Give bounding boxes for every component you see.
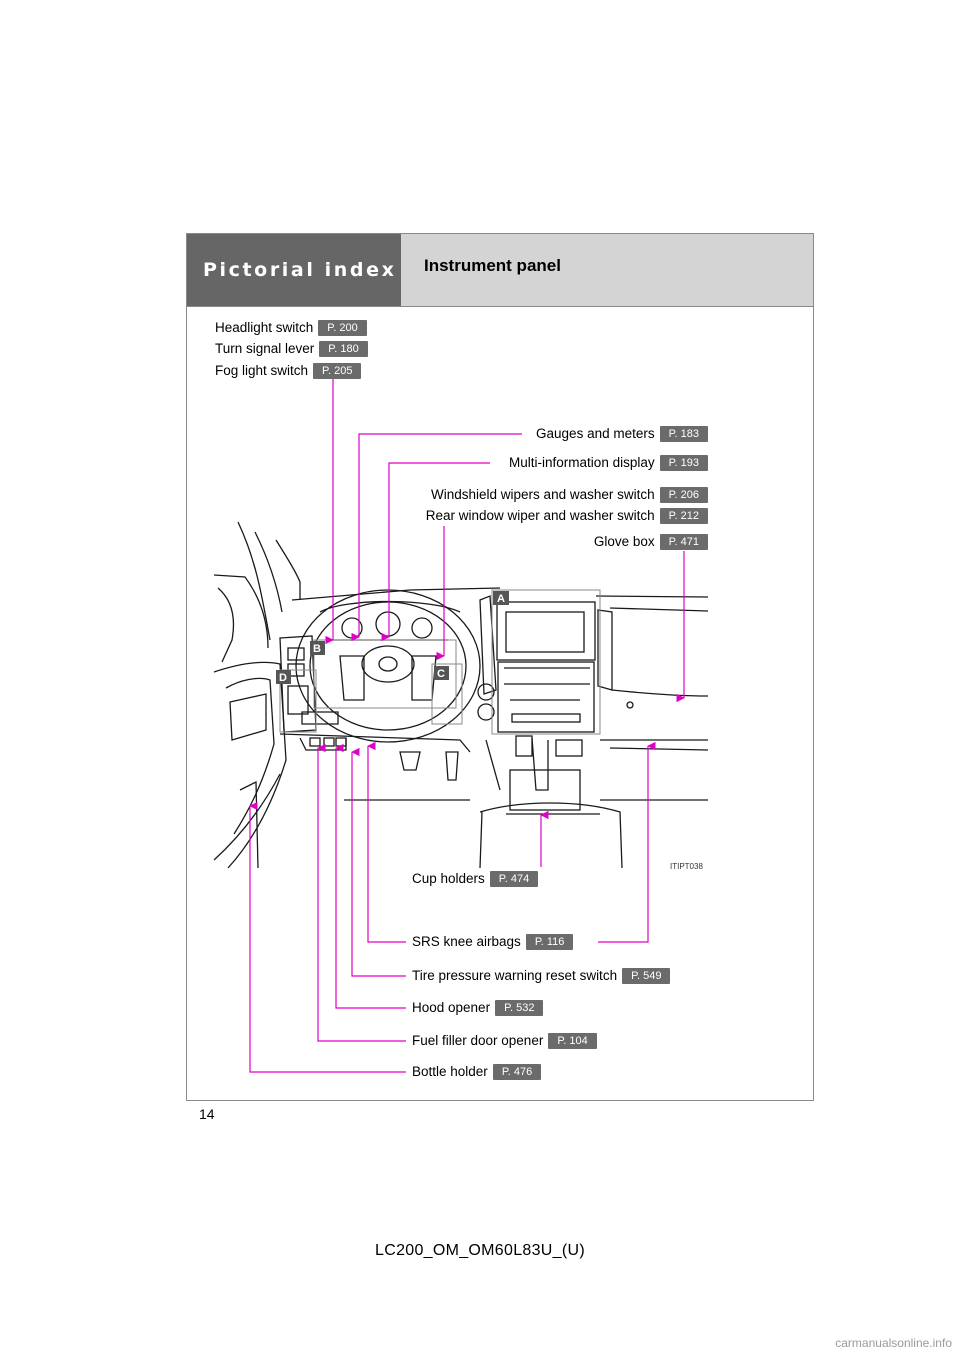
label-turn-signal-lever: Turn signal lever P. 180 (215, 340, 368, 358)
leader-knee-airbag-right (598, 741, 656, 943)
page-header: Pictorial index Instrument panel (187, 234, 813, 307)
watermark[interactable]: carmanualsonline.info (835, 1336, 952, 1350)
label-text: Rear window wiper and washer switch (425, 508, 655, 523)
label-text: Glove box (593, 534, 655, 549)
page-ref-badge[interactable]: P. 104 (548, 1033, 597, 1049)
label-multi-information-display: Multi-information display P. 193 (509, 454, 708, 472)
label-tire-pressure-reset: Tire pressure warning reset switch P. 54… (412, 967, 671, 985)
callout-a: A (497, 593, 505, 605)
callout-c: C (437, 668, 445, 680)
label-text: Turn signal lever (215, 341, 315, 356)
page-ref-badge[interactable]: P. 183 (659, 426, 708, 442)
content-frame: Pictorial index Instrument panel (186, 233, 814, 1101)
label-windshield-wipers: Windshield wipers and washer switch P. 2… (431, 486, 708, 504)
label-text: Headlight switch (215, 320, 314, 335)
label-text: Bottle holder (412, 1064, 488, 1079)
page-number: 14 (199, 1106, 215, 1122)
leader-multi-info (381, 462, 490, 642)
leader-hood-opener (335, 743, 406, 1009)
page-ref-badge[interactable]: P. 474 (489, 871, 539, 887)
label-text: Gauges and meters (536, 426, 655, 441)
page-title: Instrument panel (424, 256, 561, 275)
label-text: Multi-information display (509, 455, 655, 470)
callout-box-c (431, 663, 463, 725)
section-title: Pictorial index (203, 259, 397, 281)
leader-fuel-door (317, 743, 406, 1042)
callout-box-a (491, 589, 601, 735)
title-bar: Instrument panel (402, 234, 813, 306)
section-tab: Pictorial index (187, 234, 401, 306)
label-hood-opener: Hood opener P. 532 (412, 999, 544, 1017)
page-ref-badge[interactable]: P. 212 (659, 508, 708, 524)
callout-b: B (313, 643, 321, 655)
label-srs-knee-airbags: SRS knee airbags P. 116 (412, 933, 574, 951)
label-fog-light-switch: Fog light switch P. 205 (215, 362, 362, 380)
label-text: Tire pressure warning reset switch (412, 968, 618, 983)
page-ref-badge[interactable]: P. 193 (659, 455, 708, 471)
page-ref-badge[interactable]: P. 180 (319, 341, 368, 357)
page-ref-badge[interactable]: P. 532 (495, 1000, 544, 1016)
page-ref-badge[interactable]: P. 205 (313, 363, 362, 379)
label-text: Fog light switch (215, 363, 309, 378)
leader-knee-airbag-left (367, 741, 406, 943)
label-text: Fuel filler door opener (412, 1033, 544, 1048)
callout-box-d (279, 669, 317, 733)
callout-d: D (279, 672, 287, 684)
label-rear-window-wiper: Rear window wiper and washer switch P. 2… (426, 507, 708, 525)
label-text: Windshield wipers and washer switch (431, 487, 655, 502)
leader-gauges (351, 433, 522, 642)
label-bottle-holder: Bottle holder P. 476 (412, 1063, 542, 1081)
page-ref-badge[interactable]: P. 549 (622, 968, 671, 984)
leader-bottle-holder (249, 801, 406, 1073)
illustration-code: ITIPT038 (670, 862, 703, 871)
label-text: Hood opener (412, 1000, 491, 1015)
dashboard-illustration (213, 521, 709, 869)
leader-tire-pressure (351, 747, 406, 977)
document-code: LC200_OM_OM60L83U_(U) (375, 1242, 585, 1259)
label-cup-holders: Cup holders P. 474 (412, 870, 539, 888)
label-glove-box: Glove box P. 471 (594, 533, 708, 551)
label-headlight-switch: Headlight switch P. 200 (215, 319, 367, 337)
label-text: Cup holders (412, 871, 485, 886)
page-ref-badge[interactable]: P. 206 (659, 487, 708, 503)
page-ref-badge[interactable]: P. 116 (525, 934, 574, 950)
page-ref-badge[interactable]: P. 471 (659, 534, 708, 550)
label-fuel-filler-door-opener: Fuel filler door opener P. 104 (412, 1032, 597, 1050)
page-ref-badge[interactable]: P. 200 (318, 320, 367, 336)
label-text: SRS knee airbags (412, 934, 521, 949)
page-ref-badge[interactable]: P. 476 (492, 1064, 542, 1080)
label-gauges-meters: Gauges and meters P. 183 (536, 425, 708, 443)
